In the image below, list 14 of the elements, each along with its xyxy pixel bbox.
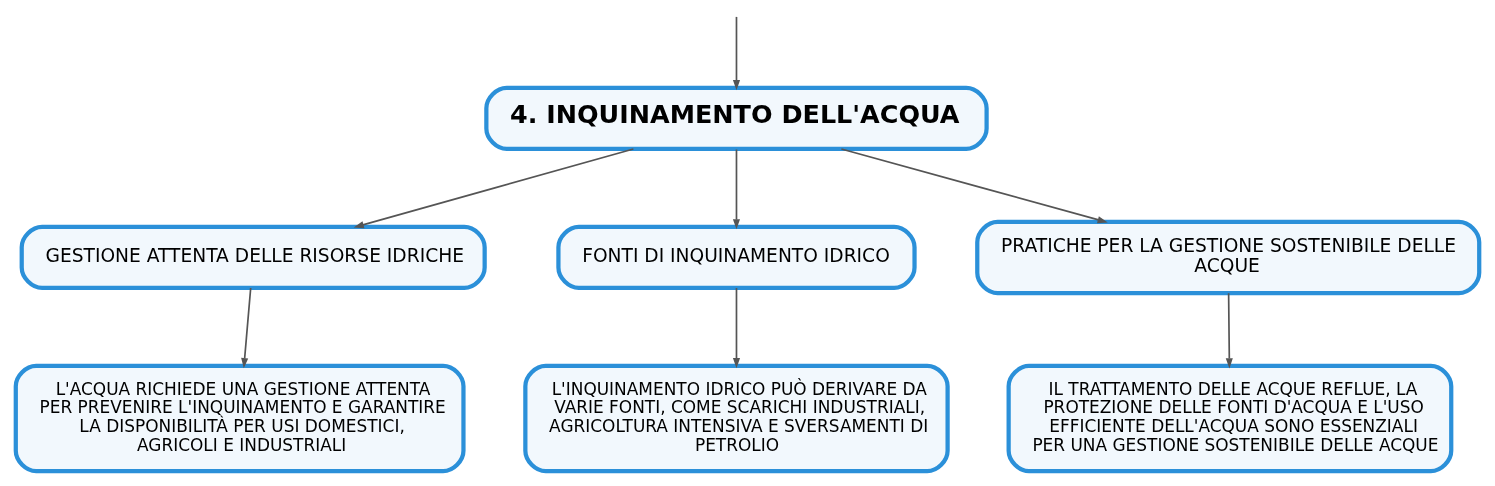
arrow — [241, 287, 252, 369]
arrow — [732, 148, 741, 230]
arrow — [353, 148, 635, 229]
node-box: L'INQUINAMENTO IDRICO PUÒ DERIVARE DA VARIE FONTI, COME SCARICHI INDUSTRIALI, AGRICOLTURA INTENSIVA E SVERSAMENTI DI PETROLIO — [523, 363, 950, 474]
node-box: FONTI DI INQUINAMENTO IDRICO — [556, 224, 917, 291]
arrow — [840, 148, 1108, 224]
arrow — [732, 287, 741, 369]
arrow — [1225, 292, 1233, 369]
node-box: L'ACQUA RICHIEDE UNA GESTIONE ATTENTA PER PREVENIRE L'INQUINAMENTO E GARANTIRE LA DISPONIBILITÀ PER USI DOMESTICI, AGRICOLI E INDUSTRIALI — [13, 363, 466, 474]
arrow — [732, 16, 741, 91]
node-box: 4. INQUINAMENTO DELL'ACQUA — [484, 85, 989, 151]
node-box: PRATICHE PER LA GESTIONE SOSTENIBILE DELLE ACQUE — [975, 219, 1482, 296]
node-box: IL TRATTAMENTO DELLE ACQUE REFLUE, LA PROTEZIONE DELLE FONTI D'ACQUA E L'USO EFFICIENTE DELL'ACQUA SONO ESSENZIALI PER UNA GESTIONE SOSTENIBILE DELLE ACQUE — [1006, 363, 1454, 474]
node-box: GESTIONE ATTENTA DELLE RISORSE IDRICHE — [19, 224, 487, 291]
